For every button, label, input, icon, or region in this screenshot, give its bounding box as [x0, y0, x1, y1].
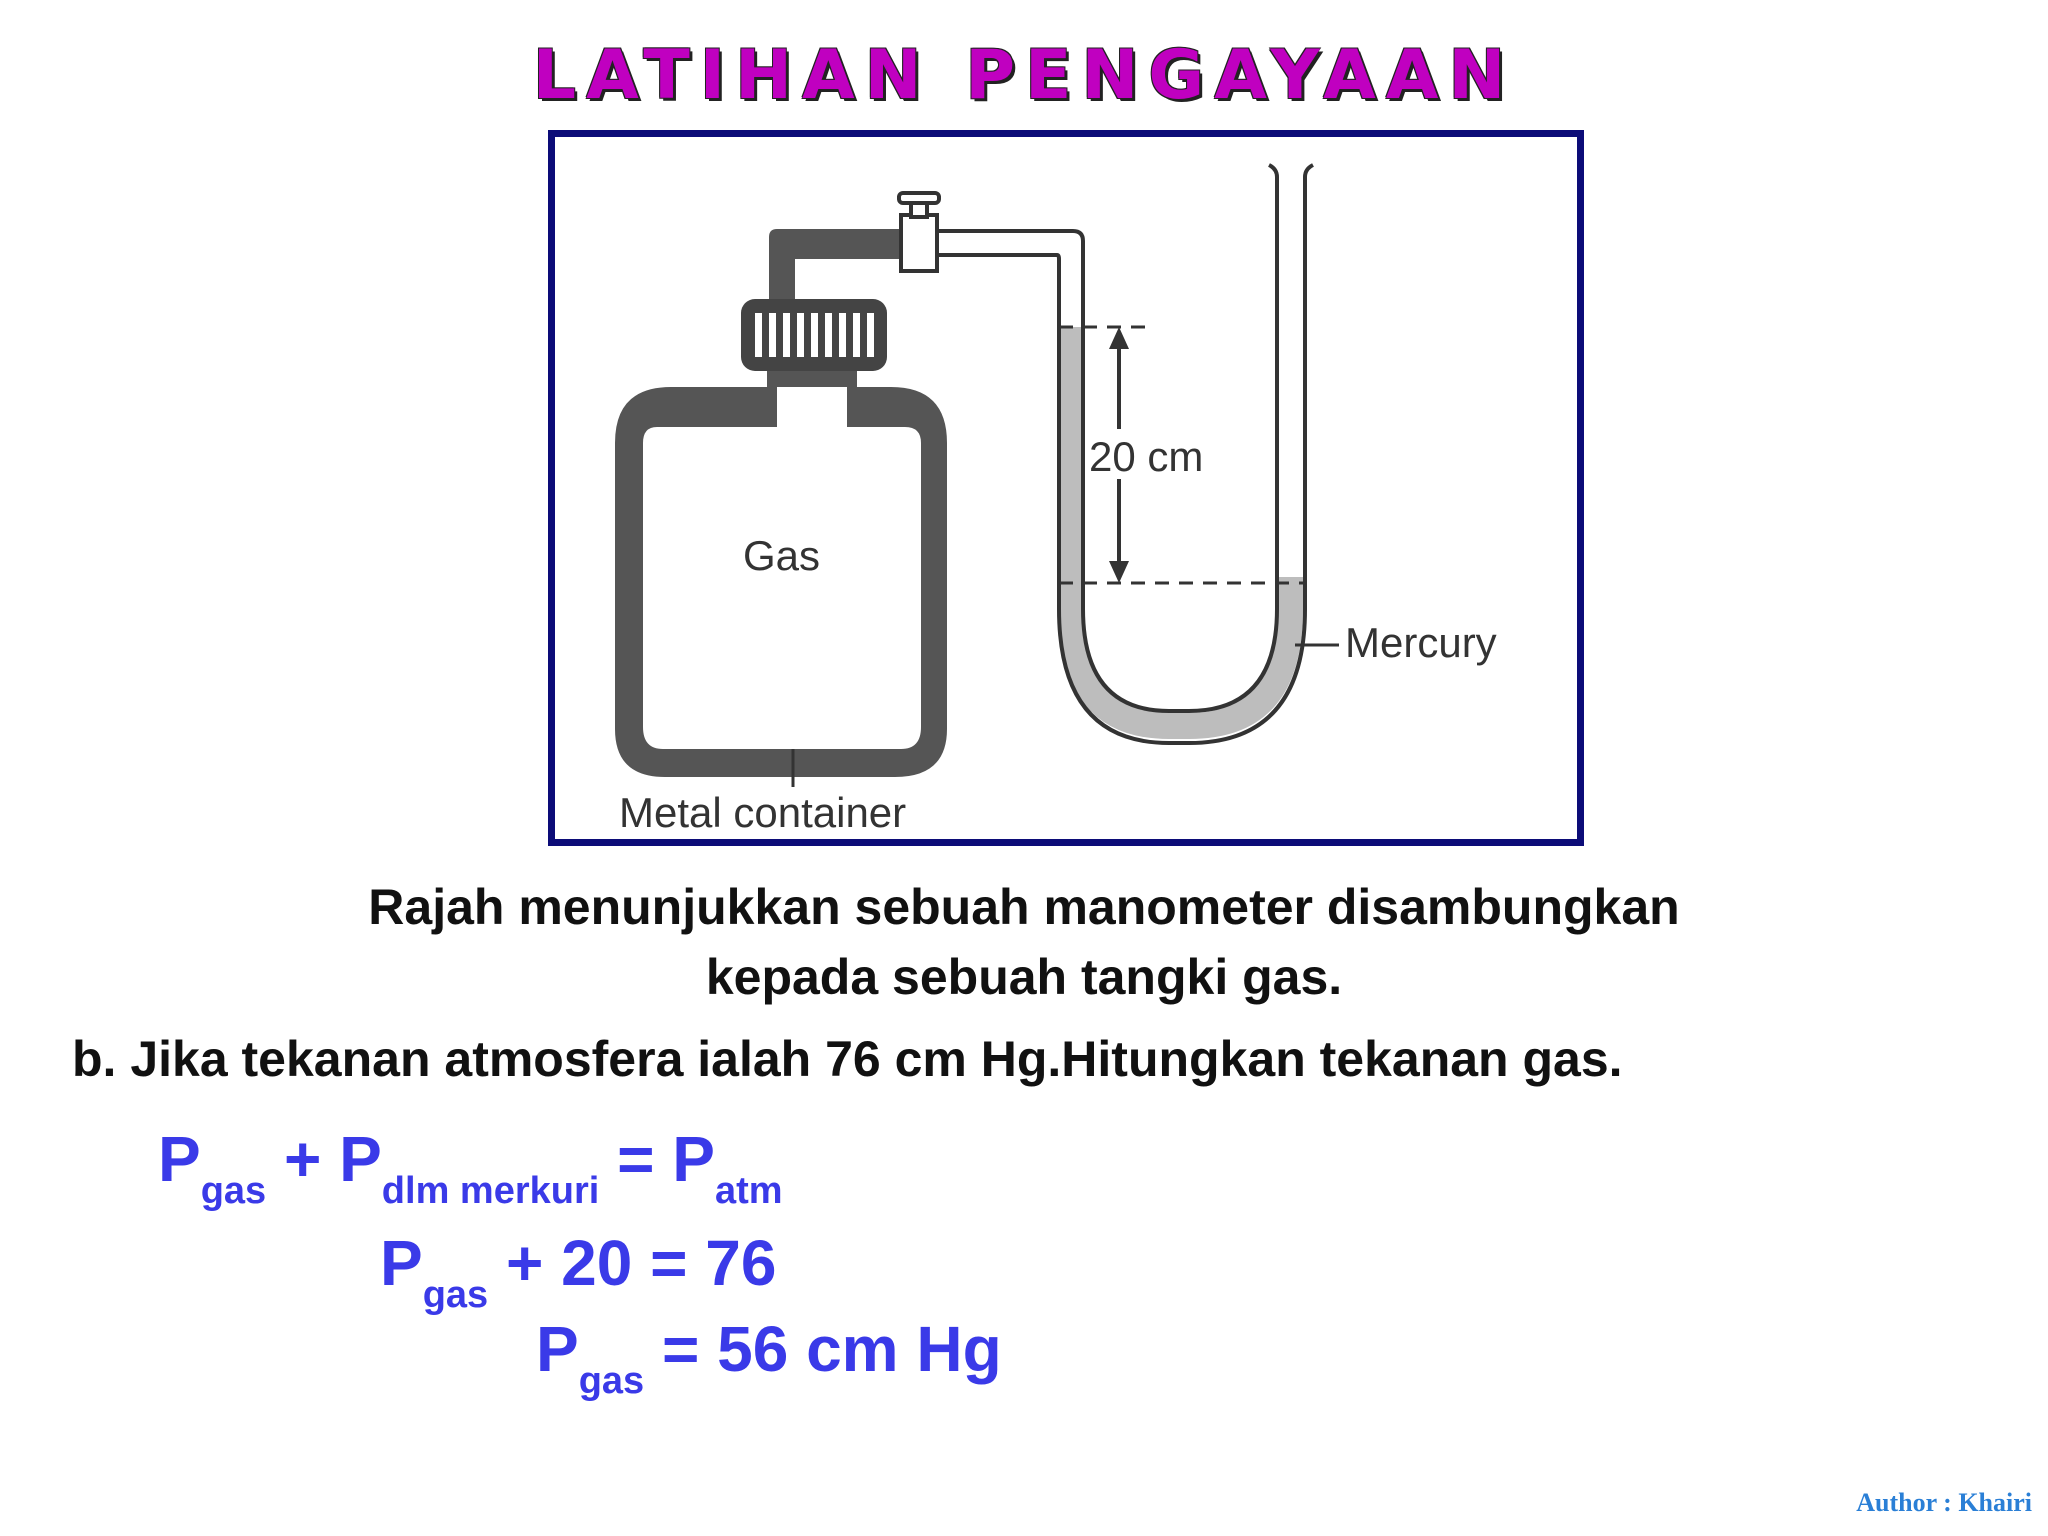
container-cap	[741, 299, 887, 371]
equation-line-3: Pgas = 56 cm Hg	[536, 1313, 1002, 1402]
height-arrow	[1109, 327, 1129, 583]
equation-line-2: Pgas + 20 = 76	[380, 1227, 777, 1316]
author-credit: Author : Khairi	[1856, 1488, 2032, 1517]
question-b: b. Jika tekanan atmosfera ialah 76 cm Hg…	[72, 1031, 1623, 1087]
slide-title: LATIHAN PENGAYAAN	[532, 36, 1516, 115]
caption-line-2: kepada sebuah tangki gas.	[705, 949, 1343, 1005]
height-label: 20 cm	[1089, 433, 1204, 480]
metal-container	[615, 365, 947, 777]
figure-caption: Rajah menunjukkan sebuah manometer disam…	[150, 872, 1898, 1012]
caption-line-1: Rajah menunjukkan sebuah manometer disam…	[368, 879, 1680, 935]
metal-container-label: Metal container	[619, 789, 907, 836]
manometer-figure: Gas 20 cm Mercury Metal container	[548, 130, 1584, 846]
mercury-label: Mercury	[1345, 619, 1497, 666]
valve	[897, 191, 941, 273]
gas-label: Gas	[743, 532, 821, 579]
manometer-diagram	[615, 163, 1339, 787]
mercury-column	[1059, 327, 1303, 739]
equation-line-1: Pgas + Pdlm merkuri = Patm	[158, 1123, 783, 1212]
